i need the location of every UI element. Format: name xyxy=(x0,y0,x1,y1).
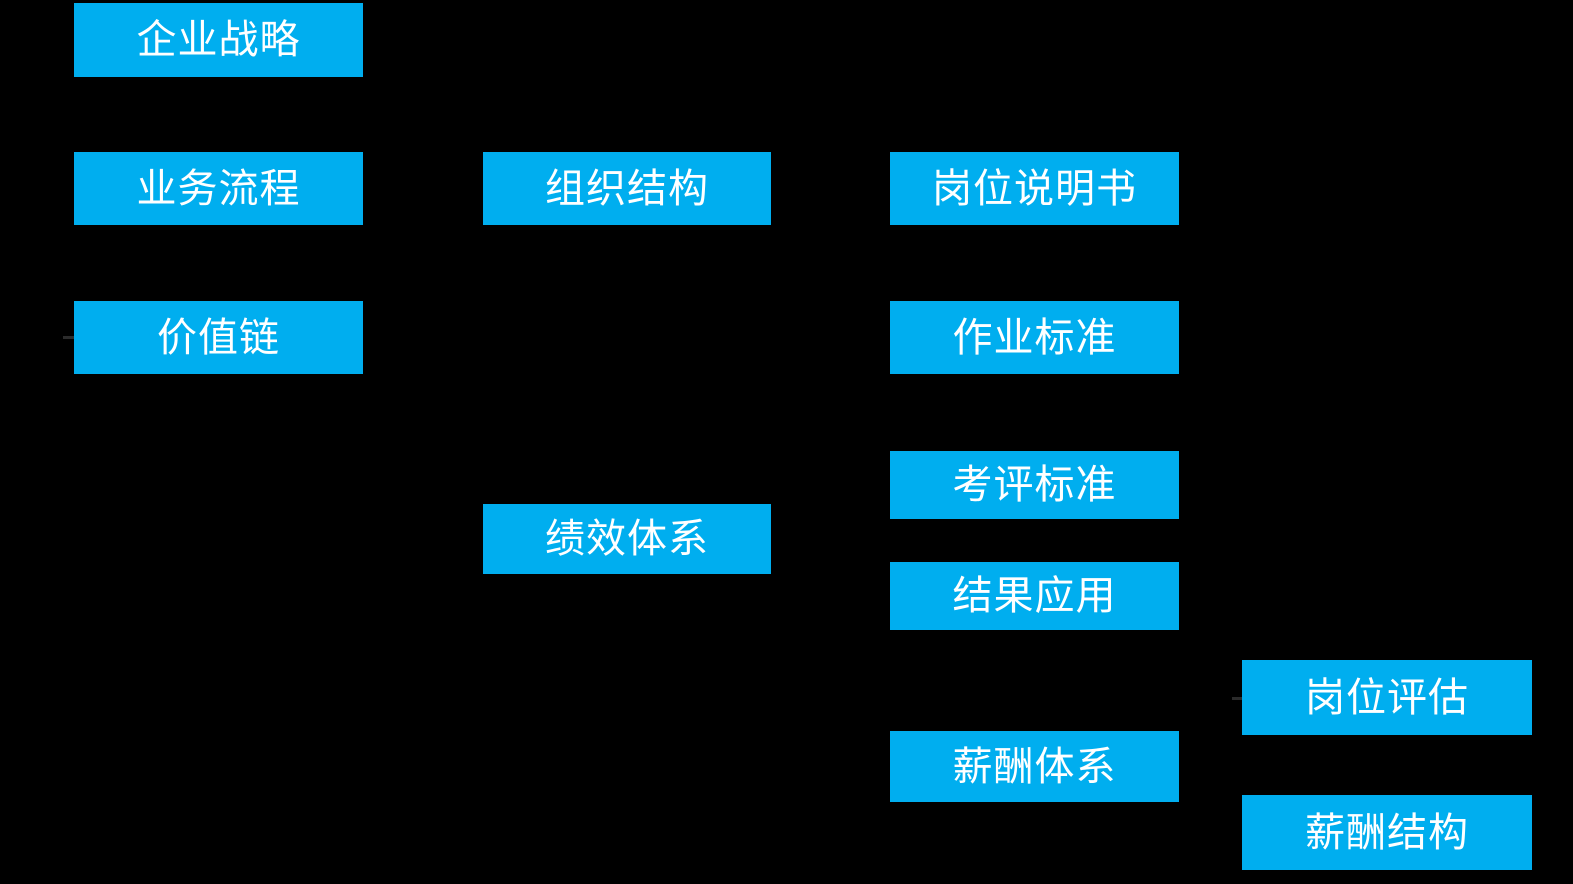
node-value-chain[interactable]: 价值链 xyxy=(74,301,363,374)
node-label: 薪酬结构 xyxy=(1305,810,1469,855)
node-salary-structure[interactable]: 薪酬结构 xyxy=(1242,795,1532,870)
node-label: 结果应用 xyxy=(952,574,1117,618)
node-appraisal-standard[interactable]: 考评标准 xyxy=(890,451,1179,519)
node-label: 岗位评估 xyxy=(1305,675,1469,720)
node-label: 薪酬体系 xyxy=(952,744,1117,789)
node-business-process[interactable]: 业务流程 xyxy=(74,152,363,225)
connector-line xyxy=(63,336,77,339)
node-label: 价值链 xyxy=(157,315,280,360)
node-job-description[interactable]: 岗位说明书 xyxy=(890,152,1179,225)
node-job-evaluation[interactable]: 岗位评估 xyxy=(1242,660,1532,735)
node-label: 岗位说明书 xyxy=(932,166,1137,211)
node-label: 企业战略 xyxy=(136,18,301,62)
node-salary-system[interactable]: 薪酬体系 xyxy=(890,731,1179,802)
node-work-standard[interactable]: 作业标准 xyxy=(890,301,1179,374)
node-result-application[interactable]: 结果应用 xyxy=(890,562,1179,630)
node-label: 业务流程 xyxy=(136,166,301,211)
node-label: 考评标准 xyxy=(952,463,1117,507)
node-label: 作业标准 xyxy=(952,315,1117,360)
node-enterprise-strategy[interactable]: 企业战略 xyxy=(74,3,363,77)
node-org-structure[interactable]: 组织结构 xyxy=(483,152,771,225)
node-label: 绩效体系 xyxy=(545,517,709,561)
connector-line xyxy=(1232,697,1244,700)
node-performance-system[interactable]: 绩效体系 xyxy=(483,504,771,574)
node-label: 组织结构 xyxy=(545,166,709,211)
